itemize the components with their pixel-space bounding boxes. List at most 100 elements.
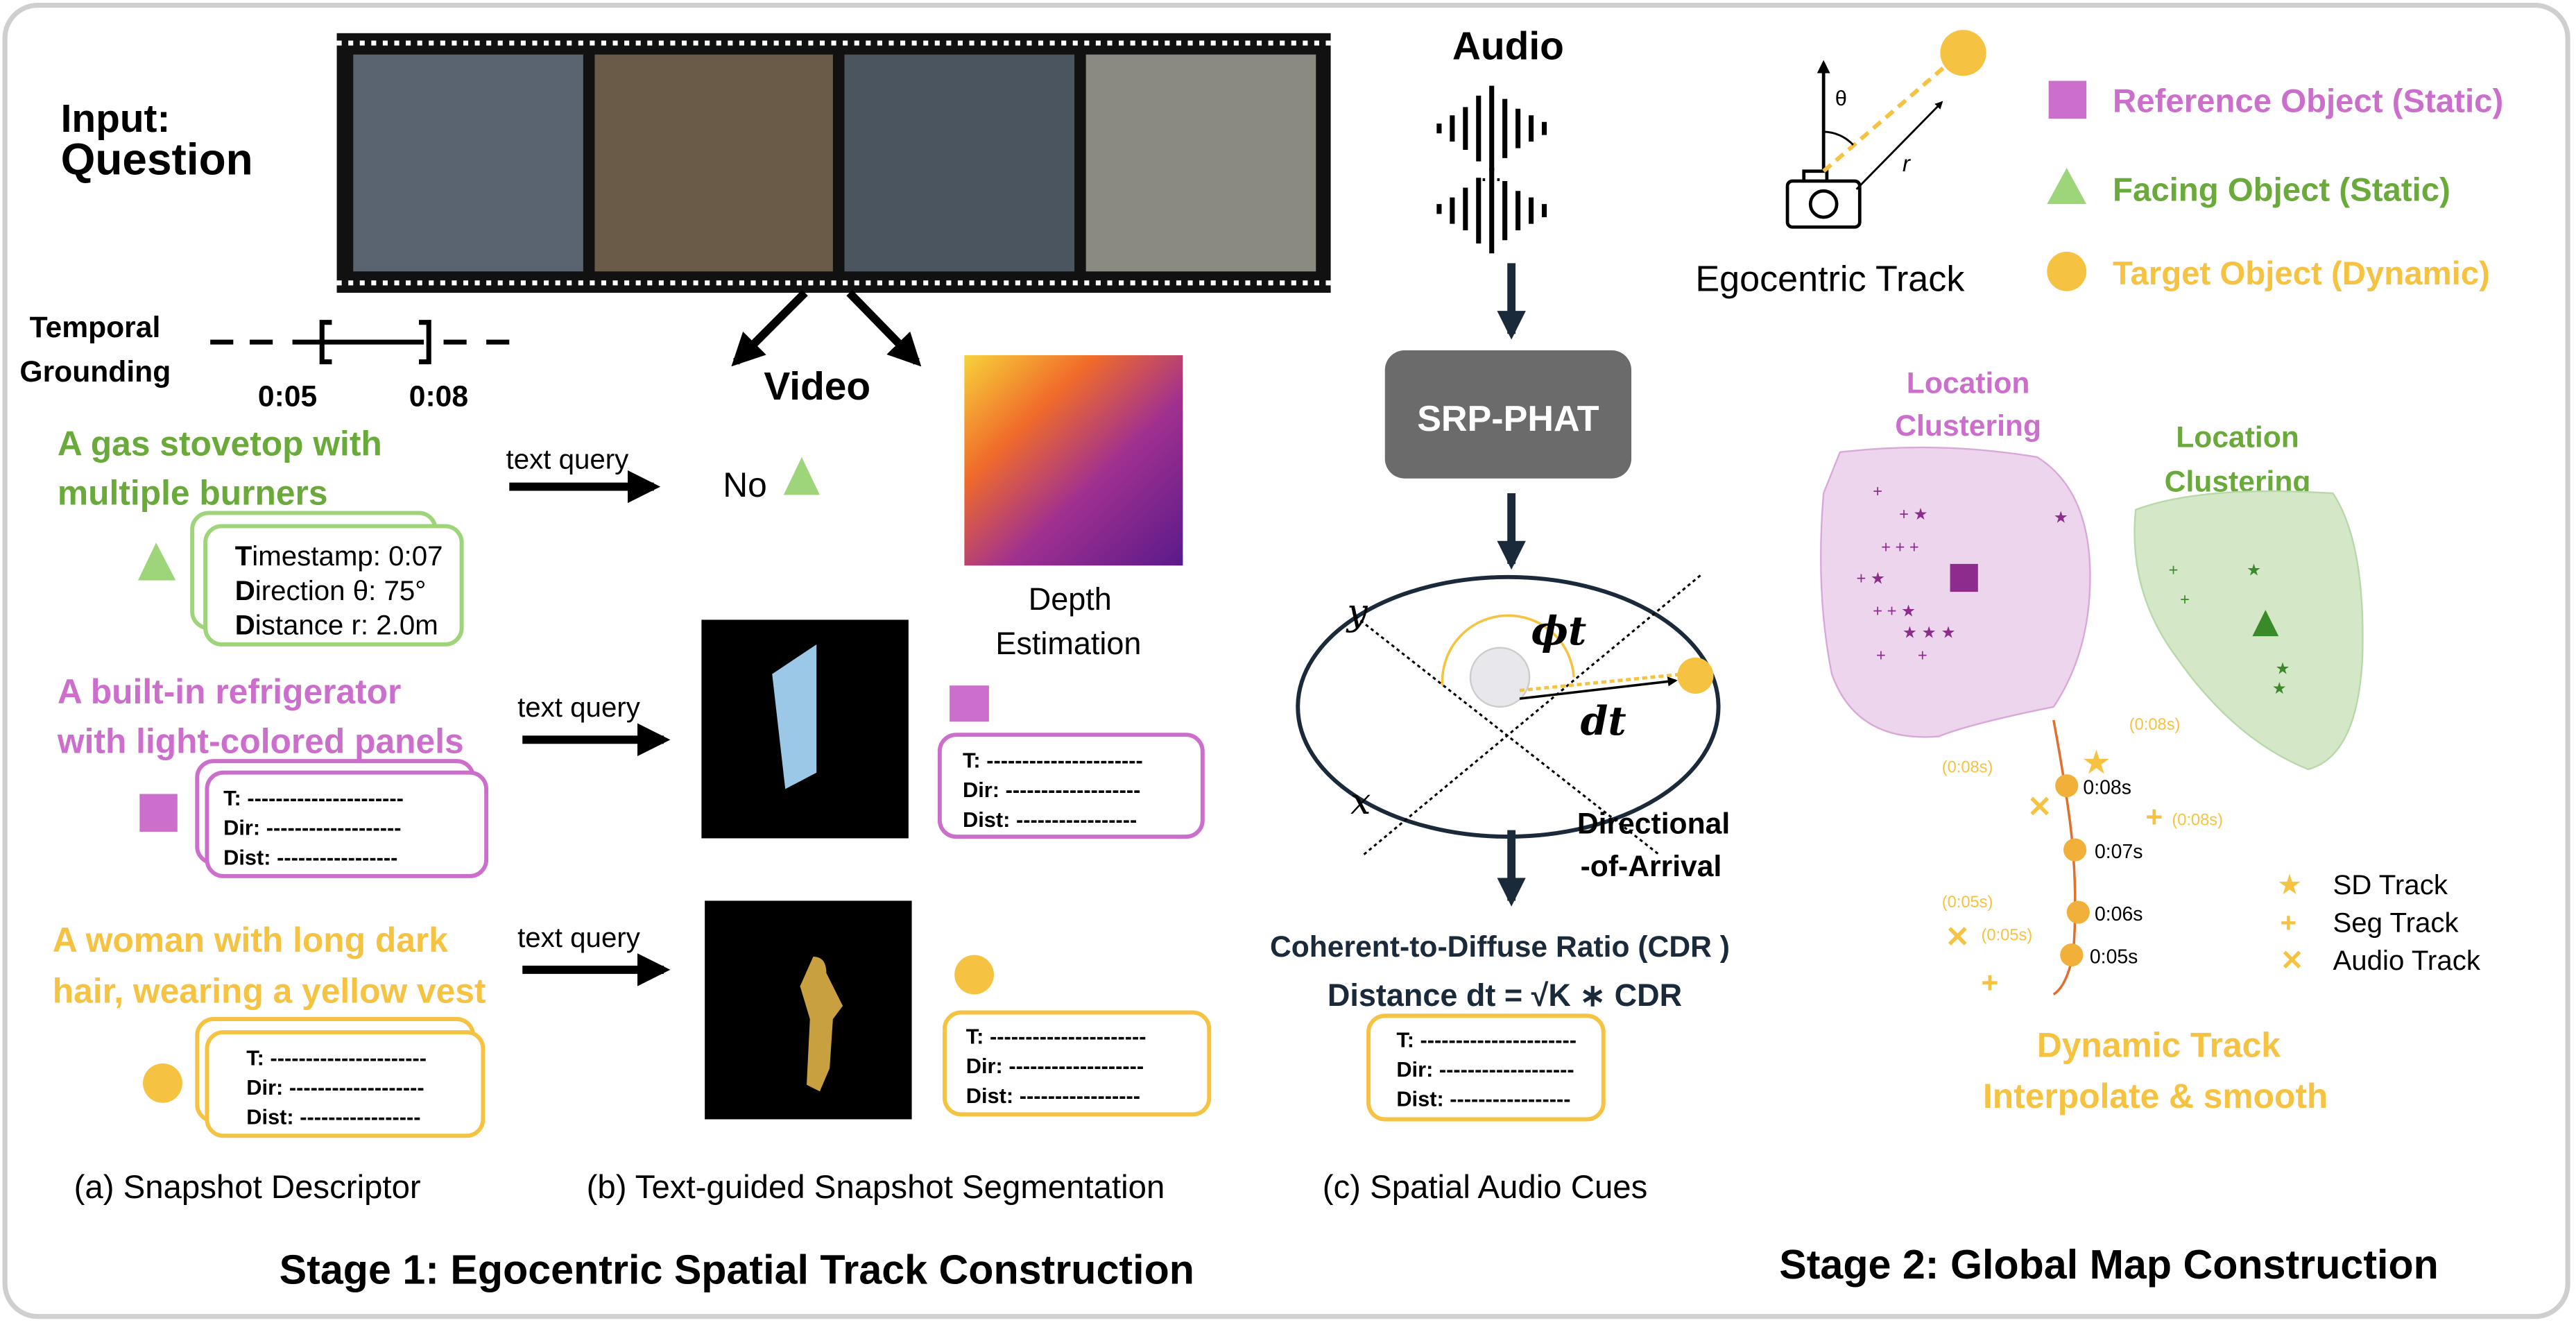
svg-text:+ ★: + ★ bbox=[1899, 506, 1928, 524]
descriptor-stovetop-2: multiple burners bbox=[58, 474, 328, 513]
video-label: Video bbox=[764, 365, 870, 409]
video-film-strip bbox=[336, 33, 1331, 293]
facing-cluster-center bbox=[2252, 610, 2279, 637]
target-legend-icon bbox=[2047, 251, 2087, 291]
snapshot-card-refrigerator bbox=[205, 770, 489, 878]
srp-phat-label: SRP-PHAT bbox=[1417, 399, 1599, 439]
depth-label: Depth bbox=[1029, 581, 1112, 617]
snapshot-card-woman bbox=[205, 1029, 486, 1138]
distance-row: Distance r: 2.0m bbox=[235, 610, 438, 641]
cluster1-label-1: Location bbox=[1907, 367, 2030, 400]
annotation: (0:05s) bbox=[1942, 894, 1993, 912]
cluster1-label-2: Clustering bbox=[1895, 409, 2041, 443]
no-result-label: No bbox=[723, 465, 767, 504]
annotation: (0:08s) bbox=[1942, 759, 1993, 777]
svg-text:✕: ✕ bbox=[1945, 921, 1970, 954]
cluster2-label-1: Location bbox=[2176, 421, 2299, 454]
temporal-label: Temporal bbox=[30, 311, 161, 344]
fridge-mask bbox=[772, 644, 817, 789]
target-legend-label: Target Object (Dynamic) bbox=[2113, 255, 2490, 292]
interpolate-label: Interpolate & smooth bbox=[1983, 1077, 2328, 1115]
time-label: 0:07s bbox=[2095, 841, 2143, 863]
text-query-label-1: text query bbox=[506, 444, 630, 475]
svg-text:★: ★ bbox=[2054, 509, 2068, 527]
caption-b: (b) Text-guided Snapshot Segmentation bbox=[587, 1169, 1165, 1206]
card-t: T: ---------------------- bbox=[246, 1045, 427, 1070]
text-query-label-3: text query bbox=[517, 922, 641, 953]
svg-text:+ ★: + ★ bbox=[2169, 561, 2262, 579]
descriptor-woman-2: hair, wearing a yellow vest bbox=[53, 971, 486, 1010]
x-axis-label: x bbox=[1350, 781, 1371, 823]
video-arrow-left bbox=[731, 289, 808, 367]
svg-text:★ ★ ★: ★ ★ ★ bbox=[1903, 624, 1956, 642]
snapshot-card-refrigerator-seg bbox=[937, 733, 1205, 839]
doa-label-2: -of-Arrival bbox=[1581, 850, 1722, 883]
svg-text:+ ★: + ★ bbox=[1857, 570, 1886, 588]
annotation: (0:05s) bbox=[1982, 926, 2033, 944]
camera-icon bbox=[1785, 56, 1957, 229]
video-arrow-right bbox=[846, 289, 922, 367]
facing-cluster-region bbox=[2133, 490, 2364, 771]
descriptor-stovetop: A gas stovetop with bbox=[58, 425, 382, 463]
facing-object-triangle-icon bbox=[137, 542, 176, 581]
dynamic-track-curve bbox=[2052, 719, 2077, 995]
grounding-label: Grounding bbox=[19, 355, 171, 388]
question-label: Question bbox=[61, 135, 253, 185]
descriptor-refrigerator-2: with light-colored panels bbox=[57, 721, 464, 760]
cdr-label: Coherent-to-Diffuse Ratio (CDR ) bbox=[1270, 930, 1730, 964]
stage1-title: Stage 1: Egocentric Spatial Track Constr… bbox=[280, 1246, 1194, 1292]
card-dir: Dir: ------------------- bbox=[963, 778, 1140, 802]
depth-map-image bbox=[964, 355, 1183, 566]
waveform-dots: ... bbox=[1480, 158, 1502, 187]
card-dist: Dist: ----------------- bbox=[246, 1105, 420, 1129]
reference-cluster-region bbox=[1820, 446, 2091, 738]
egocentric-track-label: Egocentric Track bbox=[1695, 259, 1965, 300]
audio-track-label: Audio Track bbox=[2333, 945, 2480, 976]
track-markers: ★✕+✕+ bbox=[1945, 746, 2163, 1000]
input-label: Input: bbox=[61, 97, 171, 141]
card-dist: Dist: ----------------- bbox=[1396, 1087, 1570, 1111]
card-dist: Dist: ----------------- bbox=[223, 845, 397, 869]
annotation: (0:08s) bbox=[2172, 811, 2223, 829]
temporal-timeline bbox=[210, 320, 510, 365]
time-label: 0:08s bbox=[2083, 776, 2131, 798]
card-dir: Dir: ------------------- bbox=[223, 816, 401, 840]
dynamic-track-label: Dynamic Track bbox=[2037, 1025, 2281, 1064]
caption-a: (a) Snapshot Descriptor bbox=[74, 1169, 421, 1206]
audio-label: Audio bbox=[1452, 25, 1564, 69]
descriptor-refrigerator: A built-in refrigerator bbox=[58, 672, 402, 711]
reference-cluster-center bbox=[1950, 563, 1978, 592]
svg-text:+: + bbox=[1873, 483, 1882, 501]
target-circle-icon-2 bbox=[954, 955, 995, 995]
waveform-icon bbox=[1436, 85, 1547, 254]
audio-track-icon: ✕ bbox=[2281, 945, 2304, 976]
card-t: T: ---------------------- bbox=[1396, 1027, 1577, 1052]
reference-legend-icon bbox=[2048, 80, 2087, 119]
snapshot-card-woman-seg bbox=[942, 1010, 1212, 1117]
reference-legend-label: Reference Object (Static) bbox=[2113, 83, 2503, 120]
theta-label: θ bbox=[1835, 86, 1847, 110]
phi-label: ϕt bbox=[1531, 608, 1587, 654]
cluster-points: ++ ★+ + ++ ★+ + ★★ ★ ★★+ + + ★+★★ bbox=[1857, 483, 2290, 698]
annotation: (0:08s) bbox=[2129, 716, 2181, 734]
srp-phat-block bbox=[1384, 350, 1632, 479]
svg-text:+ +: + + bbox=[1876, 647, 1927, 665]
no-facing-triangle-icon bbox=[783, 456, 820, 495]
svg-text:+ + ★: + + ★ bbox=[1873, 603, 1916, 621]
sound-source-icon bbox=[1677, 657, 1714, 694]
card-t: T: ---------------------- bbox=[966, 1025, 1147, 1049]
card-t: T: ---------------------- bbox=[223, 786, 404, 810]
sd-track-icon: ★ bbox=[2277, 869, 2302, 900]
reference-square-icon-2 bbox=[950, 685, 989, 722]
time-label: 0:05s bbox=[2090, 946, 2138, 968]
timestamp-row: Timestamp: 0:07 bbox=[235, 540, 443, 572]
descriptor-woman: A woman with long dark bbox=[53, 921, 448, 959]
sd-track-label: SD Track bbox=[2333, 869, 2448, 900]
card-dir: Dir: ------------------- bbox=[246, 1075, 424, 1100]
card-dist: Dist: ----------------- bbox=[966, 1084, 1140, 1108]
card-dist: Dist: ----------------- bbox=[963, 807, 1137, 832]
r-label: r bbox=[1903, 151, 1912, 177]
seg-track-label: Seg Track bbox=[2333, 907, 2459, 938]
svg-text:+: + bbox=[2180, 591, 2190, 609]
